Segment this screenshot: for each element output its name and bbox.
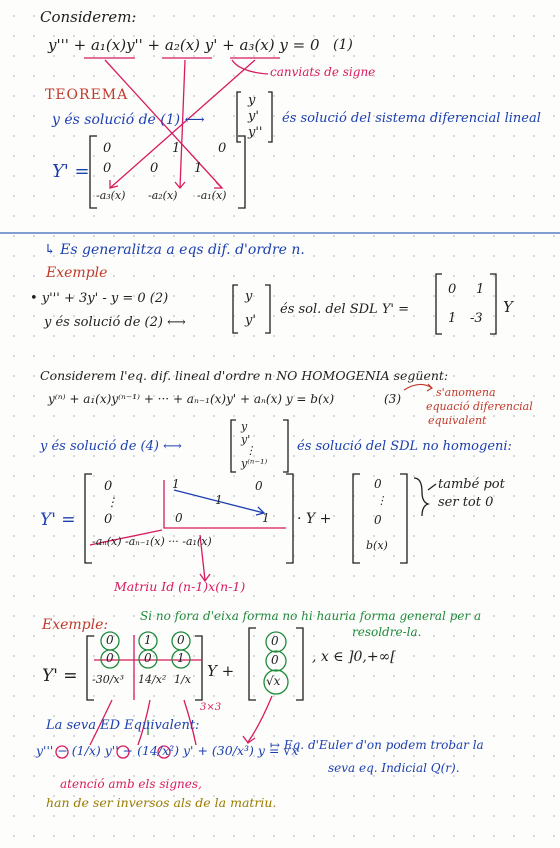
matrix-cell: 1 xyxy=(177,651,185,665)
nonhomogeneous-intro: Considerem l'eq. dif. lineal d'ordre n N… xyxy=(40,368,449,383)
matrix-cell: 0 xyxy=(144,651,152,665)
vector-entry: y⁽ⁿ⁻¹⁾ xyxy=(241,457,268,470)
example-2-title: Exemple: xyxy=(42,617,109,633)
vector-entry: y xyxy=(241,420,248,433)
matrix-cell: 1/x xyxy=(174,673,191,686)
b-vector-entry: ⋮ xyxy=(376,494,387,507)
matrix-cell: 1 xyxy=(476,282,485,297)
intro-heading: Considerem: xyxy=(40,8,137,26)
matrix-cell: 0 xyxy=(175,511,183,525)
matrix-cell: 14/x² xyxy=(138,673,167,686)
equation-2: • y''' + 3y' - y = 0 (2) xyxy=(30,291,169,306)
equivalent-note-line: s'anomena xyxy=(436,386,496,399)
equivalent-note-line: equivalent xyxy=(428,414,487,427)
equation-3: y⁽ⁿ⁾ + a₁(x)y⁽ⁿ⁻¹⁾ + ··· + aₙ₋₁(x)y' + a… xyxy=(48,392,335,406)
equivalent-equation: y''' − (1/x) y'' − (14/x²) y' + (30/x³) … xyxy=(36,743,299,758)
matrix-cell: 0 xyxy=(106,633,114,647)
general-form-note: resoldre-la. xyxy=(352,625,422,639)
identity-one: 1 xyxy=(262,511,270,525)
matrix-cell: 0 xyxy=(103,141,112,156)
euler-note: seva eq. Indicial Q(r). xyxy=(328,761,460,775)
vector-entry: y' xyxy=(245,313,256,328)
theorem-left-text: y és solució de (1) ⟷ xyxy=(52,112,205,128)
matrix-cell: -3 xyxy=(470,311,483,326)
theorem-title: TEOREMA xyxy=(45,87,129,103)
yprime-label: Y' = xyxy=(52,161,90,182)
equation-1: y''' + a₁(x)y'' + a₂(x) y' + a₃(x) y = 0 xyxy=(48,36,320,54)
matrix-cell: 0 xyxy=(150,161,159,176)
identity-one: 1 xyxy=(215,493,223,507)
matrix-cell: 1 xyxy=(448,311,457,326)
b-vector-entry: 0 xyxy=(374,477,382,491)
matrix-cell: 0 xyxy=(177,633,185,647)
b-vector-entry: 0 xyxy=(271,653,279,667)
general-form-note: Si no fora d'eixa forma no hi hauria for… xyxy=(140,609,482,623)
vector-entry: y xyxy=(245,289,253,304)
matrix-cell: -a₃(x) xyxy=(96,189,126,202)
signs-warning: atenció amb els signes, xyxy=(60,777,202,791)
b-vector-entry: 0 xyxy=(374,513,382,527)
equation-3-number: (3) xyxy=(384,392,401,406)
matrix-cell: 0 xyxy=(106,651,114,665)
matrix-cell: ⋮ xyxy=(106,495,118,509)
equation-2-solution: y és solució de (2) ⟷ xyxy=(44,315,186,330)
matrix-cell: 0 xyxy=(104,512,113,527)
matrix-cell: 0 xyxy=(255,479,263,493)
b-vector-entry: 0 xyxy=(271,634,279,648)
matrix-cell: -a₁(x) xyxy=(197,189,227,202)
times-y-plus: Y + xyxy=(207,662,235,680)
signs-changed-note: canviats de signe xyxy=(270,65,376,79)
also-zero-note: ser tot 0 xyxy=(438,495,494,510)
solution-equivalence: y és solució de (4) ⟷ xyxy=(40,439,182,454)
identity-one: 1 xyxy=(172,477,180,491)
vector-entry: y' xyxy=(241,433,251,446)
dimension-label: 3×3 xyxy=(200,702,222,713)
matrix-cell: 1 xyxy=(194,161,203,176)
yprime-label: Y' = xyxy=(42,666,78,686)
b-vector-entry: b(x) xyxy=(366,539,388,552)
vector-entry: y' xyxy=(248,109,259,124)
also-zero-note: també pot xyxy=(438,477,505,492)
vector-entry: ⋮ xyxy=(245,444,256,457)
equivalent-note-line: equació diferencial xyxy=(426,400,533,413)
example-title: Exemple xyxy=(46,265,108,281)
euler-note: ↦ Eq. d'Euler d'on podem trobar la xyxy=(270,738,484,752)
equation-1-number: (1) xyxy=(333,37,353,53)
sdl-text: és sol. del SDL Y' = xyxy=(280,302,409,317)
times-y-plus: · Y + xyxy=(297,511,332,527)
vector-entry: y'' xyxy=(248,125,263,140)
b-vector-entry: √x xyxy=(266,674,281,688)
matrix-cell: 0 xyxy=(218,141,227,156)
matrix-cell: 1 xyxy=(144,633,152,647)
theorem-right-text: és solució del sistema diferencial linea… xyxy=(282,111,541,126)
matrix-cell: -a₂(x) xyxy=(148,189,178,202)
domain-text: , x ∈ ]0,+∞[ xyxy=(312,649,396,665)
matrix-cell: 0 xyxy=(103,161,112,176)
identity-matrix-label: Matriu Id (n-1)x(n-1) xyxy=(114,579,246,594)
y-vector-label: Y xyxy=(503,298,513,316)
matrix-cell: 0 xyxy=(448,282,457,297)
vector-entry: y xyxy=(248,93,256,108)
signs-warning: han de ser inversos als de la matriu. xyxy=(46,795,277,810)
sdl-nonhomogeneous-text: és solució del SDL no homogeni: xyxy=(297,439,512,454)
generalization-note: ↳ Es generalitza a eqs dif. d'ordre n. xyxy=(44,242,305,258)
matrix-cell: -30/x³ xyxy=(92,673,125,686)
equivalent-ed-label: La seva ED Equivalent: xyxy=(46,718,200,733)
matrix-cell: 0 xyxy=(104,479,113,494)
yprime-label: Y' = xyxy=(40,510,76,530)
matrix-bottom-row: -aₙ(x) -aₙ₋₁(x) ··· -a₁(x) xyxy=(92,535,212,548)
matrix-cell: 1 xyxy=(172,141,181,156)
